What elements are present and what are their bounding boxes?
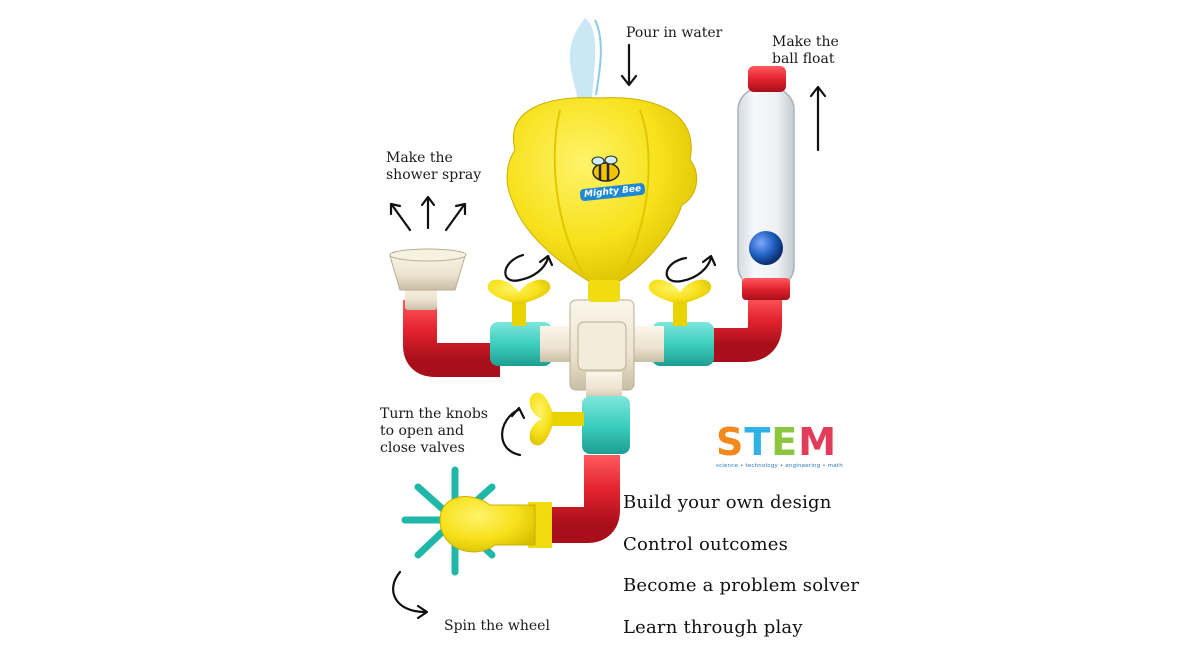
right-red-elbow: [700, 295, 782, 362]
label-turn-knobs: Turn the knobs to open and close valves: [380, 406, 488, 456]
lower-knob: [529, 392, 584, 446]
label-ball-float: Make the ball float: [772, 34, 839, 67]
benefit-3: Become a problem solver: [623, 575, 860, 596]
blue-ball: [749, 231, 783, 265]
benefit-1: Build your own design: [623, 492, 832, 513]
left-red-elbow: [403, 300, 500, 377]
pour-arrow-icon: [620, 43, 638, 87]
lower-teal-valve: [582, 396, 630, 454]
label-spin-wheel: Spin the wheel: [444, 618, 550, 634]
stem-letter-t: T: [744, 420, 772, 464]
left-knob: [487, 279, 551, 326]
lower-red-elbow: [545, 455, 620, 543]
left-teal-valve: [490, 322, 552, 366]
rotate-right-arrow-icon: [665, 254, 717, 283]
label-shower-spray: Make the shower spray: [386, 150, 482, 183]
benefit-2: Control outcomes: [623, 534, 789, 555]
right-teal-valve: [652, 322, 714, 366]
rotate-left-arrow-icon: [504, 253, 554, 282]
label-pour: Pour in water: [626, 25, 723, 41]
right-knob: [648, 279, 712, 326]
stem-letter-s: S: [716, 420, 745, 464]
stem-logo: S T E M science • technology • engineeri…: [716, 420, 843, 474]
spin-wheel: [401, 466, 536, 576]
bee-logo: [591, 155, 620, 182]
benefit-4: Learn through play: [623, 617, 803, 638]
float-arrow-icon: [809, 85, 827, 152]
spray-arrows-icon: [389, 195, 467, 232]
rotate-wheel-arrow-icon: [392, 570, 429, 620]
water-stream: [569, 18, 596, 109]
stem-letter-e: E: [771, 420, 799, 464]
stem-subtitle: science • technology • engineering • mat…: [716, 463, 843, 469]
stem-letter-m: M: [798, 420, 838, 464]
rotate-knob-arrow-icon: [501, 406, 526, 457]
